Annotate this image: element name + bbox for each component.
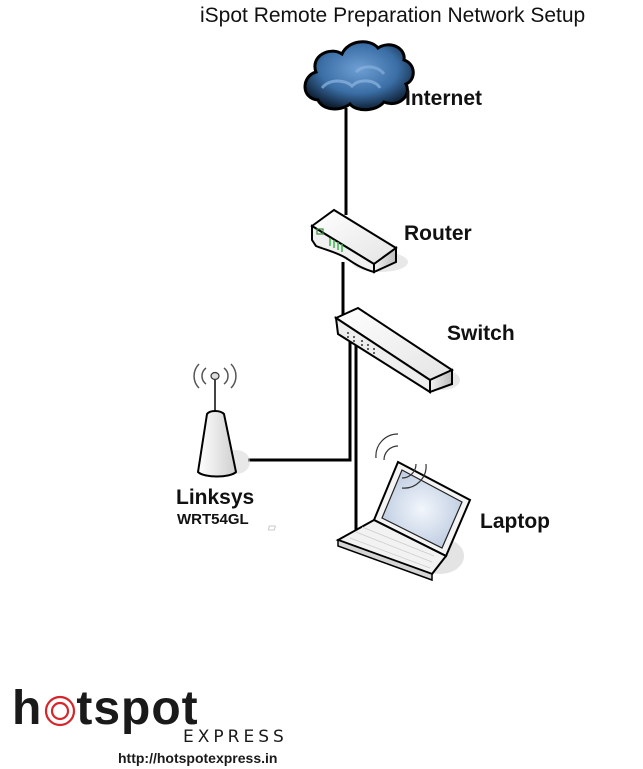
- switch-icon: [333, 306, 460, 394]
- node-label-internet: Internet: [405, 87, 483, 110]
- node-label-router: Router: [404, 222, 472, 245]
- node-label-switch: Switch: [447, 322, 515, 345]
- node-sublabel-linksys: WRT54GL: [177, 511, 249, 528]
- wireless-access-point-icon: [193, 363, 250, 478]
- diagram-title: iSpot Remote Preparation Network Setup: [200, 4, 586, 27]
- node-label-linksys: Linksys: [176, 486, 255, 509]
- laptop-icon: [268, 433, 472, 582]
- logo-target-icon: [44, 695, 76, 727]
- cloud-icon: [303, 40, 415, 112]
- router-icon: [310, 208, 408, 274]
- edge-switch-linksys: [248, 340, 352, 462]
- logo-prefix: h: [12, 682, 43, 735]
- website-url: http://hotspotexpress.in: [118, 750, 278, 766]
- logo-suffix: tspot: [76, 682, 199, 735]
- logo-express: EXPRESS: [183, 727, 288, 747]
- node-label-laptop: Laptop: [480, 510, 550, 533]
